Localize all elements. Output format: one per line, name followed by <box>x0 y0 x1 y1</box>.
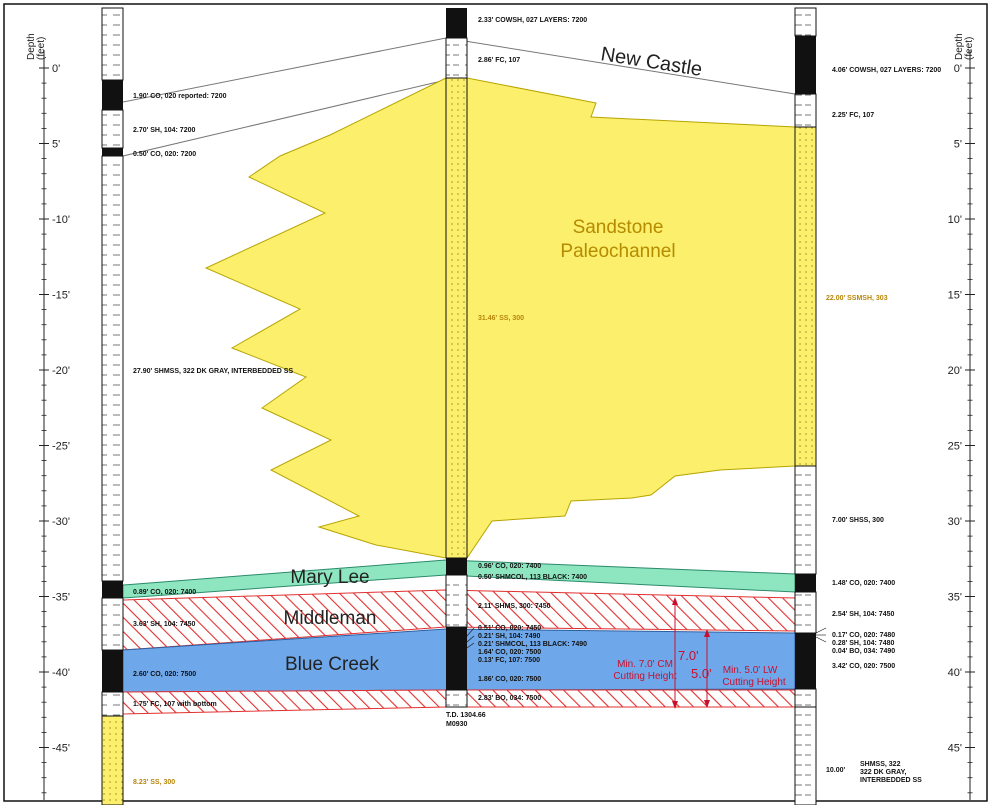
left-label: 27.90' SHMSS, 322 DK GRAY, INTERBEDDED S… <box>133 368 293 375</box>
right-label: 7.00' SHSS, 300 <box>832 517 884 524</box>
right-label: 10.00' <box>826 767 846 774</box>
right-label: 322 DK GRAY, <box>860 769 906 776</box>
right-label: 1.48' CO, 020: 7400 <box>832 580 895 587</box>
figure-frame <box>3 3 988 802</box>
right-scale-unit-2: (feet) <box>964 37 975 60</box>
cm-label-line1: Min. 7.0' CM <box>617 659 673 670</box>
middleman-label: Middleman <box>284 608 377 629</box>
cm-value: 7.0' <box>678 648 699 663</box>
right-scale-unit-1: Depth <box>954 33 965 60</box>
left-label: 1.90' CO, 020 reported: 7200 <box>133 93 227 100</box>
cm-cutting-height-annotation: 7.0' Min. 7.0' CM Cutting Height <box>613 597 699 709</box>
depth-tick-label: 0' <box>954 63 962 75</box>
lw-label-line1: Min. 5.0' LW <box>723 665 778 676</box>
right-label: 4.06' COWSH, 027 LAYERS: 7200 <box>832 67 941 74</box>
left-label: 2.70' SH, 104: 7200 <box>133 127 195 134</box>
depth-tick-label: 15' <box>948 290 962 302</box>
right-leader-lines <box>815 627 827 643</box>
blue-creek-label: Blue Creek <box>285 654 379 675</box>
depth-tick-label: 25' <box>948 441 962 453</box>
middle-label: 31.46' SS, 300 <box>478 315 524 322</box>
left-label: 8.23' SS, 300 <box>133 779 175 786</box>
middle-label: 0.50' SHMCOL, 113 BLACK: 7400 <box>478 574 587 581</box>
depth-tick-label: -35' <box>52 592 70 604</box>
left-label: 1.75' FC, 107 with bottom <box>133 701 217 708</box>
left-label: 2.60' CO, 020: 7500 <box>133 671 196 678</box>
right-borehole-column <box>794 7 817 806</box>
new-castle-label: New Castle <box>599 43 703 81</box>
middle-label: 1.64' CO, 020: 7500 <box>478 649 541 656</box>
middle-well-id: M0930 <box>446 721 468 728</box>
depth-tick-label: -30' <box>52 516 70 528</box>
middle-td-label: T.D. 1304.66 <box>446 712 486 719</box>
middle-label: 1.86' CO, 020: 7500 <box>478 676 541 683</box>
right-column-labels: 4.06' COWSH, 027 LAYERS: 7200 2.25' FC, … <box>826 67 941 784</box>
right-label: 0.17' CO, 020: 7480 <box>832 632 895 639</box>
middle-label: 0.13' FC, 107: 7500 <box>478 657 540 664</box>
cm-label-line2: Cutting Height <box>613 671 677 682</box>
depth-tick-label: -45' <box>52 743 70 755</box>
middle-label: 0.21' SH, 104: 7490 <box>478 633 540 640</box>
left-label: 0.89' CO, 020: 7400 <box>133 589 196 596</box>
depth-tick-label: -10' <box>52 214 70 226</box>
depth-tick-label: 5' <box>954 139 962 151</box>
sandstone-label-line2: Paleochannel <box>560 241 675 262</box>
left-label: 0.50' CO, 020: 7200 <box>133 151 196 158</box>
middle-label: 2.86' FC, 107 <box>478 57 520 64</box>
depth-tick-label: 5' <box>52 139 60 151</box>
depth-tick-label: -25' <box>52 441 70 453</box>
middle-label: 0.51' CO, 020: 7450 <box>478 625 541 632</box>
depth-tick-label: 10' <box>948 214 962 226</box>
right-label: 0.04' BO, 034: 7490 <box>832 648 895 655</box>
left-scale-unit-2: (feet) <box>36 37 47 60</box>
depth-tick-label: -20' <box>52 365 70 377</box>
middle-label: 2.33' COWSH, 027 LAYERS: 7200 <box>478 17 587 24</box>
sandstone-label-line1: Sandstone <box>573 217 664 238</box>
depth-tick-label: 40' <box>948 667 962 679</box>
middle-borehole-column <box>445 8 468 708</box>
middle-label: 0.96' CO, 020: 7400 <box>478 563 541 570</box>
right-label: 2.54' SH, 104: 7450 <box>832 611 894 618</box>
lw-cutting-height-annotation: 5.0' Min. 5.0' LW Cutting Height <box>691 629 786 708</box>
right-depth-scale: Depth (feet) 0' 5' 10' 15' 20' 25' 30' 35' 40' 45… <box>948 33 975 800</box>
depth-tick-label: 45' <box>948 743 962 755</box>
depth-tick-label: 0' <box>52 63 60 75</box>
lw-label-line2: Cutting Height <box>722 677 786 688</box>
middle-label: 2.11' SHMS, 300: 7450 <box>478 603 551 610</box>
middle-leader-lines <box>466 627 475 649</box>
mary-lee-label: Mary Lee <box>290 567 369 588</box>
left-label: 3.63' SH, 104: 7450 <box>133 621 195 628</box>
right-label: INTERBEDDED SS <box>860 777 922 784</box>
left-scale-unit-1: Depth <box>26 33 37 60</box>
right-label: SHMSS, 322 <box>860 761 901 768</box>
middle-label: 0.21' SHMCOL, 113 BLACK: 7490 <box>478 641 587 648</box>
middle-column-labels: 2.33' COWSH, 027 LAYERS: 7200 2.86' FC, … <box>446 17 587 728</box>
left-column-labels: 1.90' CO, 020 reported: 7200 2.70' SH, 1… <box>133 93 293 786</box>
depth-tick-label: -15' <box>52 290 70 302</box>
right-label: 22.00' SSMSH, 303 <box>826 295 888 302</box>
left-borehole-column <box>101 7 124 806</box>
right-label: 0.28' SH, 104: 7480 <box>832 640 894 647</box>
depth-tick-label: -40' <box>52 667 70 679</box>
depth-tick-label: 20' <box>948 365 962 377</box>
lw-value: 5.0' <box>691 666 712 681</box>
middle-label: 2.83' BO, 034: 7500 <box>478 695 541 702</box>
right-label: 2.25' FC, 107 <box>832 112 874 119</box>
left-depth-scale: Depth (feet) 0' 5' -10' -15' -20' -25' -30' -35… <box>26 33 70 800</box>
right-label: 3.42' CO, 020: 7500 <box>832 663 895 670</box>
depth-tick-label: 35' <box>948 592 962 604</box>
depth-tick-label: 30' <box>948 516 962 528</box>
